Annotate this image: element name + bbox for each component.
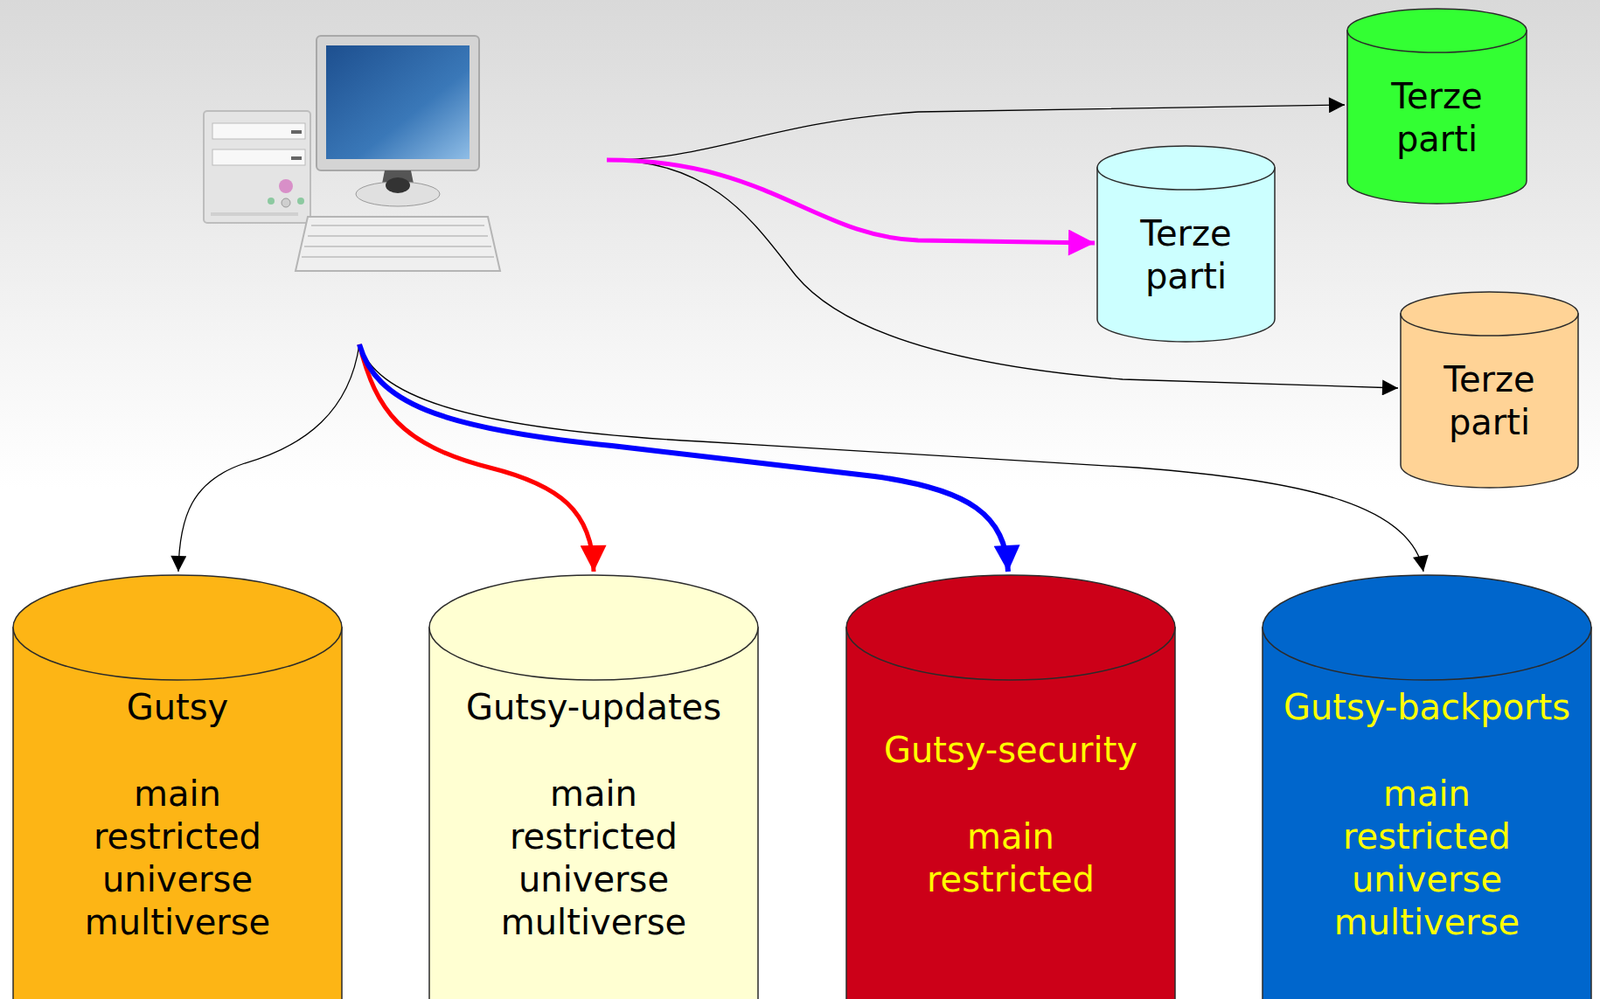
- repository-text: main restricted universe multiverse: [500, 772, 687, 945]
- node-text: Gutsy main restricted universe multiverse: [12, 686, 343, 945]
- cylinder-top: [1097, 146, 1275, 190]
- repository-cylinder: Gutsy-backports main restricted universe …: [1261, 574, 1593, 999]
- cylinder-top: [1400, 292, 1579, 336]
- cylinder-top: [1347, 8, 1527, 53]
- repository-name: Gutsy-backports: [1283, 686, 1571, 730]
- repository-arrows: [178, 104, 1424, 572]
- cylinder-body: [1097, 167, 1275, 342]
- repository-cylinder: Terze parti: [1399, 291, 1580, 488]
- repository-text: Terze parti: [1391, 75, 1482, 161]
- cylinder-body: [1400, 313, 1579, 488]
- node-text: Terze parti: [1096, 212, 1276, 299]
- repository-text: main restricted universe multiverse: [1334, 772, 1520, 945]
- repository-name: Gutsy-updates: [466, 686, 722, 730]
- node-text: Terze parti: [1346, 75, 1528, 161]
- repository-cylinder: Gutsy main restricted universe multiverse: [12, 574, 343, 999]
- cylinder-top: [846, 575, 1176, 681]
- cylinder-top: [1262, 575, 1592, 681]
- node-text: Terze parti: [1399, 358, 1580, 445]
- repository-cylinder: Gutsy-updates main restricted universe mu…: [428, 574, 759, 999]
- repository-cylinder: Terze parti: [1096, 145, 1276, 342]
- cylinder-body: [1262, 627, 1592, 999]
- node-text: Gutsy-updates main restricted universe mu…: [428, 686, 759, 945]
- node-text: Gutsy-backports main restricted universe …: [1261, 686, 1593, 945]
- cylinder-body: [429, 627, 759, 999]
- repository-name: Gutsy: [126, 686, 230, 730]
- repository-text: Terze parti: [1443, 358, 1535, 445]
- repository-cylinder: Terze parti: [1346, 7, 1528, 204]
- cylinder-body: [1347, 30, 1527, 204]
- cylinder-outline: [845, 574, 1176, 999]
- repository-text: main restricted universe multiverse: [84, 772, 271, 945]
- cylinder-body: [13, 627, 342, 999]
- cylinder-top: [429, 575, 759, 681]
- repository-text: Terze parti: [1140, 212, 1232, 299]
- cylinder-top: [13, 575, 342, 681]
- node-text: Gutsy-security main restricted: [845, 729, 1176, 902]
- cylinder-body: [846, 627, 1176, 999]
- repository-name: Gutsy-security: [883, 729, 1138, 773]
- repository-text: main restricted: [926, 815, 1095, 902]
- repository-cylinder: Gutsy-security main restricted: [845, 574, 1176, 999]
- computer-icon: [203, 35, 501, 272]
